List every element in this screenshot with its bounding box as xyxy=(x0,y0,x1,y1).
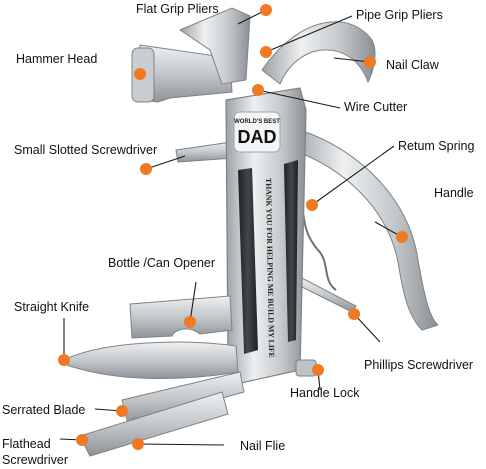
straight-knife-tool xyxy=(63,341,239,380)
dot-wire-cutter xyxy=(252,84,264,96)
dot-pipe-grip-pliers xyxy=(260,46,272,58)
flathead-nail-file-tool xyxy=(79,391,229,457)
label-serrated-blade: Serrated Blade xyxy=(2,403,86,417)
label-flathead-screwdriver-line2: Screwdriver xyxy=(2,453,68,467)
flat-grip-pliers-tool xyxy=(178,7,251,85)
label-nail-file: Nail Flie xyxy=(240,439,286,453)
label-hammer-head: Hammer Head xyxy=(16,52,98,66)
handle-arm xyxy=(291,129,439,331)
dot-bottle-opener xyxy=(184,316,196,328)
label-nail-claw: Nail Claw xyxy=(386,58,439,72)
phillips-screwdriver-tool xyxy=(297,277,357,313)
label-handle-lock: Handle Lock xyxy=(290,386,360,400)
dot-hammer-head xyxy=(134,68,146,80)
dot-nail-claw xyxy=(364,56,376,68)
dot-handle xyxy=(396,231,408,243)
badge-big-text: DAD xyxy=(238,127,277,147)
label-small-slotted-screwdriver: Small Slotted Screwdriver xyxy=(14,143,158,157)
badge-small-text: WORLD'S BEST xyxy=(234,119,280,125)
dot-small-slotted-screwdriver xyxy=(140,163,152,175)
label-straight-knife: Straight Knife xyxy=(14,300,90,314)
label-flat-grip-pliers: Flat Grip Pliers xyxy=(136,2,219,16)
label-phillips-screwdriver: Phillips Screwdriver xyxy=(364,358,474,372)
small-slotted-screwdriver-tool xyxy=(175,141,235,163)
handle-grip-left xyxy=(238,168,258,354)
label-wire-cutter: Wire Cutter xyxy=(344,100,408,114)
dot-straight-knife xyxy=(58,354,70,366)
dot-flat-grip-pliers xyxy=(260,4,272,16)
nail-claw-tool xyxy=(261,21,376,85)
dot-flathead-screwdriver xyxy=(76,434,88,446)
leader-lines xyxy=(59,9,403,446)
label-bottle-can-opener: Bottle /Can Opener xyxy=(108,256,216,270)
label-handle: Handle xyxy=(434,186,474,200)
handle-grip-right xyxy=(284,160,298,342)
dot-phillips-screwdriver xyxy=(348,308,360,320)
dot-return-spring xyxy=(306,199,318,211)
label-flathead-screwdriver-line1: Flathead xyxy=(2,437,51,451)
badge-plate xyxy=(233,111,281,153)
dot-serrated-blade xyxy=(116,405,128,417)
bottle-opener-tool xyxy=(129,295,233,339)
callout-dots xyxy=(58,4,408,450)
serrated-blade-tool xyxy=(121,371,245,425)
label-pipe-grip-pliers: Pipe Grip Pliers xyxy=(356,8,443,22)
label-return-spring: Retum Spring xyxy=(398,139,475,153)
handle-engraving-text: THANK YOU FOR HELPING ME BUILD MY LIFE xyxy=(264,178,276,358)
dot-nail-file xyxy=(132,438,144,450)
dot-handle-lock xyxy=(312,364,324,376)
